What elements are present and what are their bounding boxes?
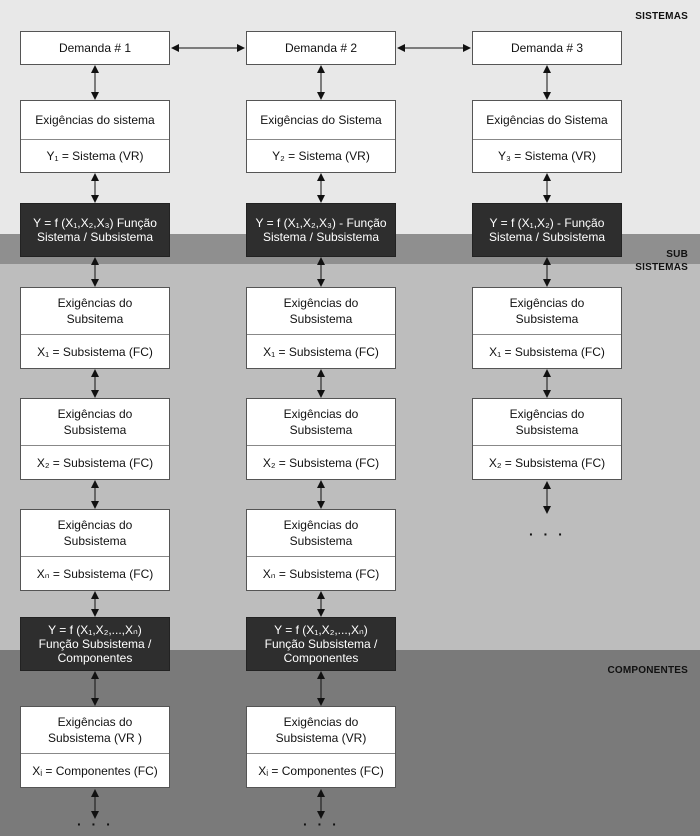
column-3-subsystem-box-1-requirements-text: Exigências do Subsistema (509, 296, 585, 326)
column-1-function-system-text: Y = f (X₁,X₂,X₃) Função Sistema / Subsis… (33, 216, 157, 244)
column-2-component-box-requirements-text: Exigências do Subsistema (VR) (275, 715, 367, 745)
column-1-subsystem-box-1-requirements-text: Exigências do Subsitema (57, 296, 133, 326)
column-1-function-components-text: Y = f (X₁,X₂,...,Xₙ) Função Subsistema /… (38, 623, 152, 665)
column-2-subsystem-box-1-requirements-text: Exigências do Subsistema (283, 296, 359, 326)
column-1-subsystem-box-1: Exigências do Subsitema X₁ = Subsistema (… (20, 287, 170, 369)
column-1-system-box: Exigências do sistema Y₁ = Sistema (VR) (20, 100, 170, 173)
column-1-subsystem-box-3-requirements-text: Exigências do Subsistema (57, 518, 133, 548)
column-1-subsystem-box-1-requirements: Exigências do Subsitema (21, 288, 169, 334)
column-1-function-components-box: Y = f (X₁,X₂,...,Xₙ) Função Subsistema /… (20, 617, 170, 671)
column-2-subsystem-box-1-variable: X₁ = Subsistema (FC) (247, 334, 395, 368)
column-2-component-box-variable-text: Xᵢ = Componentes (FC) (258, 763, 384, 778)
column-3-subsystem-box-1-requirements: Exigências do Subsistema (473, 288, 621, 334)
column-1-subsystem-box-2-variable-text: X₂ = Subsistema (FC) (36, 455, 154, 470)
column-2-function-components-box: Y = f (X₁,X₂,...,Xₙ) Função Subsistema /… (246, 617, 396, 671)
column-2-demanda-box: Demanda # 2 (246, 31, 396, 65)
column-1-component-box-requirements: Exigências do Subsistema (VR ) (21, 707, 169, 753)
column-2-system-box: Exigências do Sistema Y₂ = Sistema (VR) (246, 100, 396, 173)
column-1-system-box-variable: Y₁ = Sistema (VR) (21, 139, 169, 172)
column-2-demanda-label: Demanda # 2 (284, 41, 358, 55)
column-2-subsystem-box-2-requirements: Exigências do Subsistema (247, 399, 395, 445)
column-1-function-system-box: Y = f (X₁,X₂,X₃) Função Sistema / Subsis… (20, 203, 170, 257)
column-1-subsystem-box-3: Exigências do Subsistema Xₙ = Subsistema … (20, 509, 170, 591)
column-1-component-box-requirements-text: Exigências do Subsistema (VR ) (47, 715, 143, 745)
column-2-system-box-requirements: Exigências do Sistema (247, 101, 395, 139)
column-3-demanda-box: Demanda # 3 (472, 31, 622, 65)
column-3-subsystem-box-2: Exigências do Subsistema X₂ = Subsistema … (472, 398, 622, 480)
column-3-system-box: Exigências do Sistema Y₃ = Sistema (VR) (472, 100, 622, 173)
column-2-component-box-variable: Xᵢ = Componentes (FC) (247, 753, 395, 787)
column-3-system-box-requirements: Exigências do Sistema (473, 101, 621, 139)
column-3-subsystem-box-2-variable: X₂ = Subsistema (FC) (473, 445, 621, 479)
column-3-subsystem-box-1-variable-text: X₁ = Subsistema (FC) (489, 344, 605, 359)
column-1-subsystem-box-2-requirements-text: Exigências do Subsistema (57, 407, 133, 437)
column-3-subsystem-box-2-requirements: Exigências do Subsistema (473, 399, 621, 445)
column-2-system-box-variable-text: Y₂ = Sistema (VR) (272, 149, 370, 163)
column-1-continuation-dots: · · · (77, 816, 114, 832)
column-3-function-system-box: Y = f (X₁,X₂) - Função Sistema / Subsist… (472, 203, 622, 257)
column-1-component-box-variable-text: Xᵢ = Componentes (FC) (32, 763, 158, 778)
column-1-component-box-variable: Xᵢ = Componentes (FC) (21, 753, 169, 787)
column-2-subsystem-box-3: Exigências do Subsistema Xₙ = Subsistema … (246, 509, 396, 591)
column-3-demanda-label: Demanda # 3 (510, 41, 584, 55)
column-3-subsystem-box-1-variable: X₁ = Subsistema (FC) (473, 334, 621, 368)
column-3-subsystem-box-2-variable-text: X₂ = Subsistema (FC) (488, 455, 606, 470)
column-1-system-box-requirements-text: Exigências do sistema (35, 113, 155, 127)
column-2-subsystem-box-3-requirements-text: Exigências do Subsistema (283, 518, 359, 548)
column-2-function-system-box: Y = f (X₁,X₂,X₃) - Função Sistema / Subs… (246, 203, 396, 257)
column-2-subsystem-box-3-variable-text: Xₙ = Subsistema (FC) (262, 566, 380, 581)
column-3-continuation-dots: · · · (529, 526, 566, 542)
column-1-component-box: Exigências do Subsistema (VR ) Xᵢ = Compo… (20, 706, 170, 788)
column-3-function-system-text: Y = f (X₁,X₂) - Função Sistema / Subsist… (488, 216, 606, 244)
column-2-subsystem-box-3-requirements: Exigências do Subsistema (247, 510, 395, 556)
column-2-function-components-text: Y = f (X₁,X₂,...,Xₙ) Função Subsistema /… (264, 623, 378, 665)
column-3-system-box-requirements-text: Exigências do Sistema (486, 113, 608, 127)
column-1-subsystem-box-2-requirements: Exigências do Subsistema (21, 399, 169, 445)
column-3-system-box-variable: Y₃ = Sistema (VR) (473, 139, 621, 172)
column-2-subsystem-box-1: Exigências do Subsistema X₁ = Subsistema … (246, 287, 396, 369)
column-1-subsystem-box-2: Exigências do Subsistema X₂ = Subsistema … (20, 398, 170, 480)
column-1-system-box-variable-text: Y₁ = Sistema (VR) (46, 149, 144, 163)
column-2-subsystem-box-1-variable-text: X₁ = Subsistema (FC) (263, 344, 379, 359)
column-1-system-box-requirements: Exigências do sistema (21, 101, 169, 139)
column-1-subsystem-box-3-requirements: Exigências do Subsistema (21, 510, 169, 556)
column-2-subsystem-box-2-variable: X₂ = Subsistema (FC) (247, 445, 395, 479)
column-2-system-box-requirements-text: Exigências do Sistema (260, 113, 382, 127)
column-3-system-box-variable-text: Y₃ = Sistema (VR) (498, 149, 596, 163)
column-1-subsystem-box-3-variable: Xₙ = Subsistema (FC) (21, 556, 169, 590)
column-2-component-box-requirements: Exigências do Subsistema (VR) (247, 707, 395, 753)
layer-label-subsistemas: SUB SISTEMAS (635, 249, 688, 273)
column-3-subsystem-box-2-requirements-text: Exigências do Subsistema (509, 407, 585, 437)
column-2-subsystem-box-2-variable-text: X₂ = Subsistema (FC) (262, 455, 380, 470)
column-1-demanda-box: Demanda # 1 (20, 31, 170, 65)
layer-label-componentes: COMPONENTES (607, 665, 688, 676)
column-1-demanda-label: Demanda # 1 (58, 41, 132, 55)
column-3-subsystem-box-1: Exigências do Subsistema X₁ = Subsistema … (472, 287, 622, 369)
column-1-subsystem-box-2-variable: X₂ = Subsistema (FC) (21, 445, 169, 479)
column-2-subsystem-box-2-requirements-text: Exigências do Subsistema (283, 407, 359, 437)
column-1-subsystem-box-1-variable-text: X₁ = Subsistema (FC) (37, 344, 153, 359)
column-2-subsystem-box-3-variable: Xₙ = Subsistema (FC) (247, 556, 395, 590)
column-1-subsystem-box-3-variable-text: Xₙ = Subsistema (FC) (36, 566, 154, 581)
column-2-continuation-dots: · · · (303, 816, 340, 832)
column-2-system-box-variable: Y₂ = Sistema (VR) (247, 139, 395, 172)
layer-label-sistemas: SISTEMAS (635, 11, 688, 22)
column-2-function-system-text: Y = f (X₁,X₂,X₃) - Função Sistema / Subs… (255, 216, 387, 244)
column-2-subsystem-box-2: Exigências do Subsistema X₂ = Subsistema … (246, 398, 396, 480)
column-2-subsystem-box-1-requirements: Exigências do Subsistema (247, 288, 395, 334)
column-1-subsystem-box-1-variable: X₁ = Subsistema (FC) (21, 334, 169, 368)
column-2-component-box: Exigências do Subsistema (VR) Xᵢ = Compon… (246, 706, 396, 788)
